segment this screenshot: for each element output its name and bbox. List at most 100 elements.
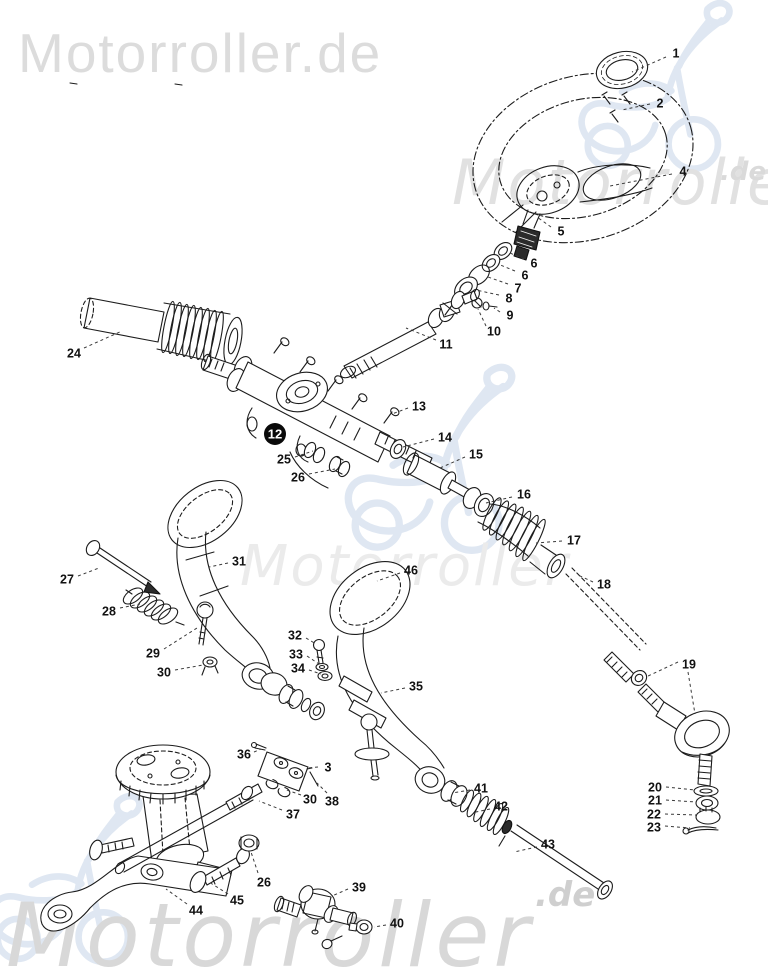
boot-42	[459, 789, 513, 836]
leader-line	[306, 766, 319, 769]
pedal-spring	[122, 587, 185, 626]
part-number-label: 43	[541, 838, 555, 852]
leader-line	[535, 540, 563, 544]
part-number-label: 5	[558, 225, 565, 239]
horn-screws	[601, 91, 631, 123]
part-number-label: 44	[189, 904, 203, 918]
part-number-label: 39	[352, 881, 366, 895]
part-number-label: 19	[682, 658, 696, 672]
leader-line	[405, 327, 437, 341]
leader-line	[664, 825, 691, 829]
spring-rod	[85, 539, 161, 595]
part-number-label: 7	[515, 282, 522, 296]
steering-column-tube	[79, 297, 243, 366]
clip-30	[201, 656, 219, 676]
leader-line	[77, 567, 100, 577]
leader-line	[477, 308, 487, 327]
part-number-label: 30	[303, 793, 317, 807]
part-number-label: 2	[657, 97, 664, 111]
leader-line	[475, 289, 500, 296]
steering-shaft	[513, 209, 541, 261]
part-number-label: 23	[647, 821, 661, 835]
part-number-label: 8	[506, 292, 513, 306]
pivot-bolt-29	[196, 601, 214, 646]
leader-line	[645, 661, 679, 678]
housing-bushings	[289, 441, 351, 489]
leader-line	[513, 846, 538, 853]
leader-line	[497, 263, 516, 272]
part-number-label: 42	[494, 800, 508, 814]
watermark-de-top-right: .de	[720, 157, 766, 187]
badge-number: 12	[268, 427, 282, 442]
bushings-26-left	[278, 684, 325, 721]
leader-line	[165, 888, 188, 905]
part-number-label: 17	[567, 534, 581, 548]
leader-line	[391, 407, 409, 415]
site-logo-text: Motorroller.de	[18, 22, 382, 84]
part-number-label: 1	[673, 47, 680, 61]
part-number-label: 18	[597, 578, 611, 592]
pedal-assembly-right	[329, 561, 446, 794]
universal-joint-lower	[273, 885, 358, 935]
steering-gear-housing	[200, 353, 391, 463]
part-number-label: 30	[157, 666, 171, 680]
universal-joint-upper	[339, 288, 480, 379]
leader-line	[208, 562, 229, 568]
leader-line	[577, 574, 594, 583]
part-number-label: 25	[277, 453, 291, 467]
housing-bolts	[273, 337, 400, 424]
part-number-label: 28	[102, 605, 116, 619]
watermark-top-right: Motorroller	[452, 146, 768, 219]
leader-line	[475, 808, 491, 813]
part-number-label: 24	[67, 347, 81, 361]
leader-line	[487, 276, 509, 285]
part-number-label: 15	[469, 448, 483, 462]
leader-line	[621, 103, 651, 111]
leader-line	[631, 56, 667, 73]
leader-line	[308, 468, 336, 475]
horn-button	[595, 50, 649, 90]
part-number-label: 10	[487, 325, 501, 339]
leader-line	[687, 671, 696, 715]
mount-bracket	[40, 855, 233, 932]
threaded-rod-37	[225, 783, 263, 811]
part-number-label: 3	[325, 761, 332, 775]
leader-line	[174, 664, 204, 671]
rack-assembly	[374, 431, 495, 517]
leader-line	[402, 438, 435, 448]
part-number-label: 46	[404, 564, 418, 578]
bolt-40	[321, 919, 373, 950]
part-number-label: 21	[648, 794, 662, 808]
nut-26-bottom	[238, 834, 260, 852]
exploded-view-art	[40, 50, 730, 950]
callout-layer: 1245667891011241314151617181920212223252…	[60, 47, 697, 931]
leader-line	[305, 637, 317, 645]
leader-line	[258, 800, 283, 811]
bolt-32-washers	[312, 638, 333, 682]
leader-line	[308, 669, 322, 675]
steering-wheel	[472, 72, 694, 244]
pedal-assembly-left	[167, 479, 288, 696]
part-number-label: 6	[531, 257, 538, 271]
leader-line	[376, 572, 401, 582]
part-number-label: 16	[517, 488, 531, 502]
bracket-bolt-left	[89, 837, 135, 861]
leader-line	[373, 924, 387, 928]
leader-line	[536, 216, 552, 228]
part-number-label: 6	[522, 269, 529, 283]
part-number-label: 26	[257, 876, 271, 890]
leader-line	[253, 748, 262, 753]
part-number-label: 11	[439, 338, 452, 352]
leader-line	[83, 330, 123, 349]
leader-line	[509, 252, 525, 260]
tie-rod	[565, 567, 667, 713]
part-number-label: 4	[680, 165, 687, 179]
part-number-label: 36	[237, 748, 251, 762]
part-number-label: 35	[409, 680, 423, 694]
bolt-9	[482, 301, 498, 311]
part-number-label: 45	[230, 894, 244, 908]
tie-rod-end	[655, 701, 730, 835]
part-number-label: 37	[286, 808, 300, 822]
